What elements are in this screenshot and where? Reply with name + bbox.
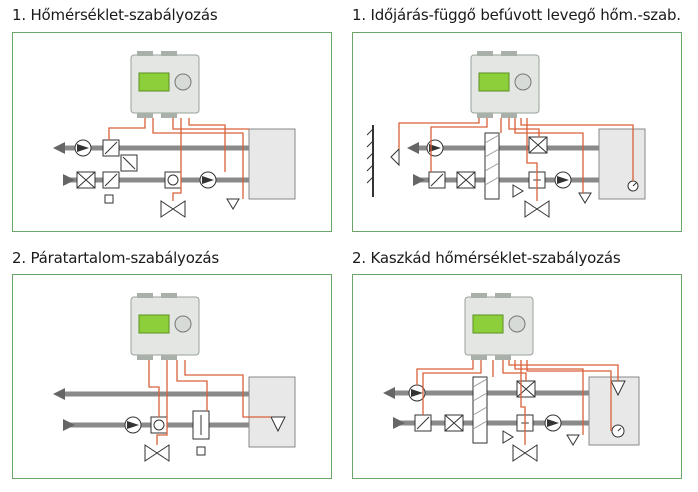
panel-title-cascade-temperature-control: 2. Kaszkád hőmérséklet-szabályozás [352, 249, 621, 267]
panel-cascade-temperature-control: + [352, 274, 682, 479]
panel-title-weather-compensated-supply: 1. Időjárás-függő befúvott levegő hőm.-s… [352, 6, 681, 24]
panel-title-humidity-control: 2. Páratartalom-szabályozás [12, 249, 219, 267]
panel-humidity-control [12, 274, 332, 479]
diagram-cascade-temperature-control: + [383, 293, 640, 462]
panel-temperature-control [12, 32, 332, 232]
panel-title-temperature-control: 1. Hőmérséklet-szabályozás [12, 6, 218, 24]
diagram-temperature-control [53, 51, 296, 218]
diagram-weather-compensated-supply: + [366, 51, 646, 218]
controller-unit [130, 293, 200, 360]
controller-unit [464, 293, 534, 360]
controller-unit [470, 51, 540, 118]
diagram-humidity-control [53, 293, 296, 462]
panel-weather-compensated-supply: + [352, 32, 682, 232]
controller-unit [130, 51, 200, 118]
